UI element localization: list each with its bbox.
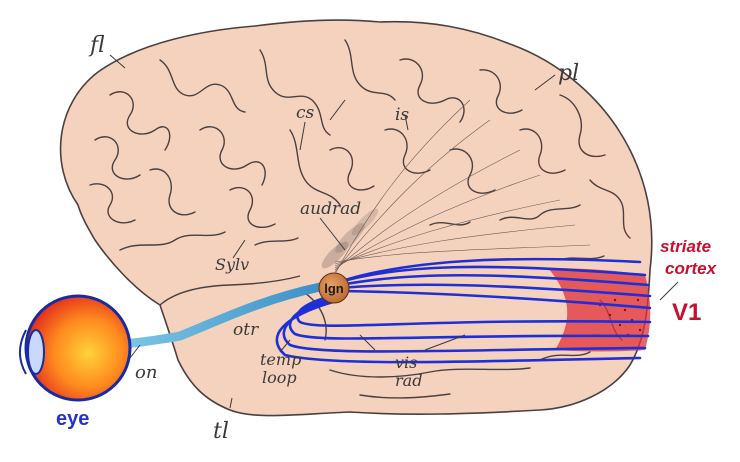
sylv-label: Sylv <box>215 255 249 274</box>
eye-label: eye <box>56 408 89 430</box>
v1-stipple <box>598 298 642 337</box>
cortex-label: cortex <box>665 259 718 278</box>
pl-label: pl <box>558 61 579 86</box>
lgn-nucleus <box>318 272 350 304</box>
cortical-folds <box>89 39 631 399</box>
on-label: on <box>135 362 157 383</box>
temp-label: temp <box>260 350 301 369</box>
is-label: is <box>395 105 409 125</box>
fl-label: fl <box>88 33 105 58</box>
v1-region <box>548 268 651 352</box>
v1-label: V1 <box>672 299 701 326</box>
vis-label: vis <box>395 353 417 372</box>
optic-radiation <box>275 257 652 364</box>
tl-label: tl <box>213 419 229 444</box>
loop-label: loop <box>262 368 297 387</box>
radiation-fine-lines <box>334 99 591 275</box>
striate-label: striate <box>660 237 711 256</box>
otr-label: otr <box>233 320 259 340</box>
rad-label: rad <box>395 371 422 390</box>
cs-label: cs <box>296 103 315 123</box>
temporal-lobe-edge <box>159 275 301 306</box>
lgn-label: lgn <box>324 281 344 296</box>
audrad-label: audrad <box>300 199 361 219</box>
auditory-radiation <box>321 208 379 269</box>
leader-lines <box>109 54 679 409</box>
eye <box>19 294 132 402</box>
optic-nerve <box>113 282 325 350</box>
